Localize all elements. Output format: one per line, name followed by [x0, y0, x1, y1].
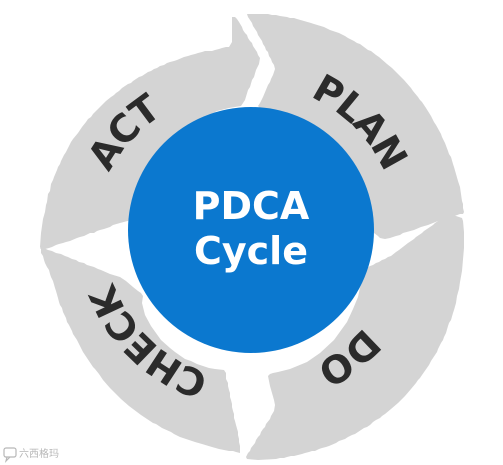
check-segment [40, 248, 240, 453]
watermark-logo-icon [3, 447, 17, 463]
hub-subtitle: Cycle [194, 229, 308, 273]
hub-circle [128, 107, 374, 353]
act-segment [40, 17, 260, 251]
watermark-text: 六西格玛 [19, 447, 59, 460]
hub-title: PDCA [193, 184, 310, 228]
pdca-ring [40, 14, 464, 460]
plan-segment [247, 14, 464, 239]
watermark: 六西格玛 [3, 447, 59, 463]
pdca-hub: PDCA Cycle [128, 107, 374, 353]
do-segment [246, 215, 464, 460]
